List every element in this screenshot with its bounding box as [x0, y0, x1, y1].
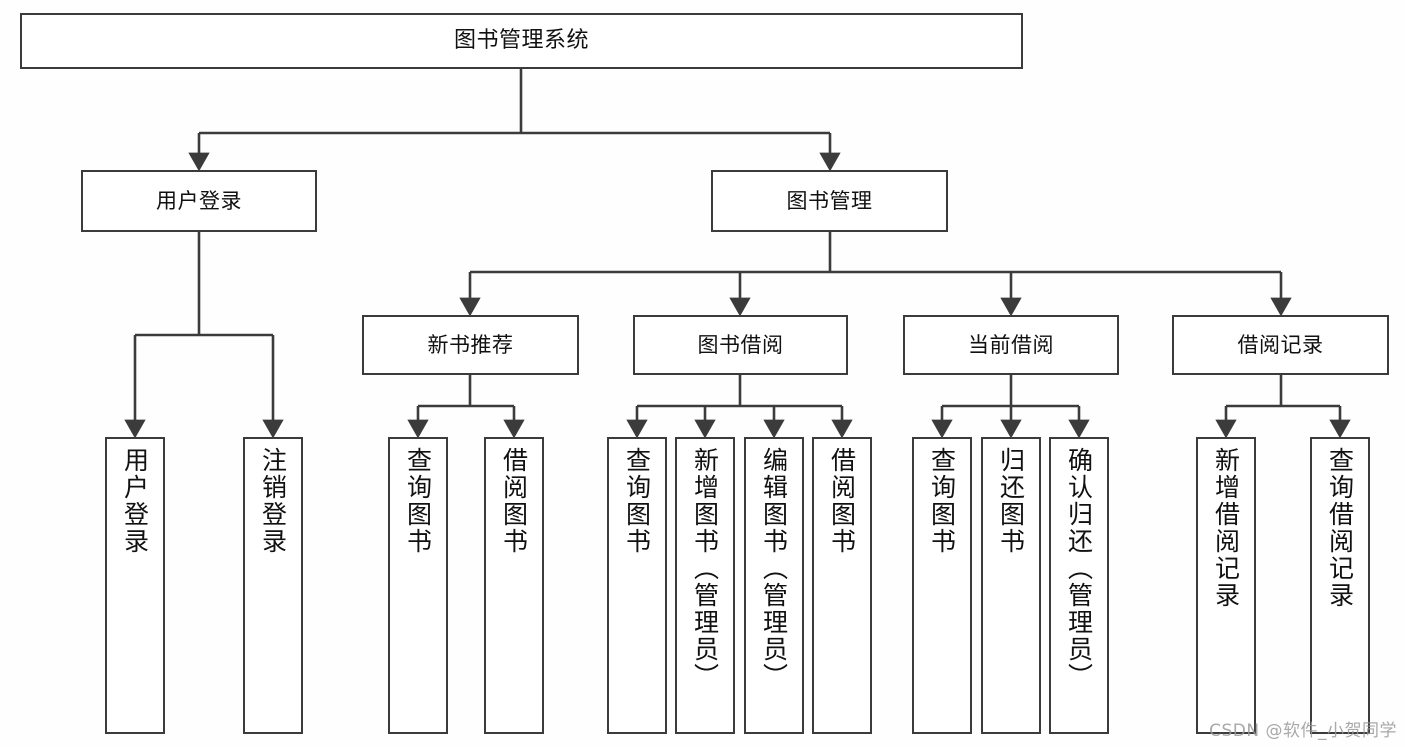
node-new-book-recommend-label: 新书推荐 — [427, 332, 514, 357]
node-root[interactable]: 图书管理系统 — [20, 13, 1023, 69]
leaf-query-borrow-record-label: 查询借阅记录 — [1325, 447, 1355, 609]
leaf-query-book-borrow-label: 查询图书 — [622, 447, 652, 555]
leaf-query-book-current-label: 查询图书 — [927, 447, 957, 555]
leaf-borrow-book[interactable]: 借阅图书 — [812, 437, 872, 734]
leaf-borrow-book-recommend-label: 借阅图书 — [499, 447, 529, 555]
leaf-logout[interactable]: 注销登录 — [243, 437, 303, 734]
leaf-add-book-admin-label: 新增图书（管理员） — [690, 447, 720, 690]
node-root-label: 图书管理系统 — [453, 28, 589, 54]
leaf-user-login[interactable]: 用户登录 — [105, 437, 165, 734]
leaf-query-borrow-record[interactable]: 查询借阅记录 — [1310, 437, 1370, 734]
node-book-manage[interactable]: 图书管理 — [711, 170, 948, 232]
node-user-login[interactable]: 用户登录 — [81, 170, 317, 232]
leaf-query-book-recommend[interactable]: 查询图书 — [388, 437, 448, 734]
node-book-borrow-label: 图书借阅 — [697, 332, 784, 357]
leaf-borrow-book-label: 借阅图书 — [827, 447, 857, 555]
leaf-query-book-recommend-label: 查询图书 — [403, 447, 433, 555]
leaf-add-book-admin[interactable]: 新增图书（管理员） — [675, 437, 735, 734]
leaf-confirm-return-admin[interactable]: 确认归还（管理员） — [1049, 437, 1109, 734]
node-book-borrow[interactable]: 图书借阅 — [633, 315, 848, 375]
leaf-add-borrow-record-label: 新增借阅记录 — [1211, 447, 1241, 609]
leaf-logout-label: 注销登录 — [258, 447, 288, 555]
leaf-borrow-book-recommend[interactable]: 借阅图书 — [484, 437, 544, 734]
leaf-add-borrow-record[interactable]: 新增借阅记录 — [1196, 437, 1256, 734]
leaf-query-book-borrow[interactable]: 查询图书 — [607, 437, 667, 734]
leaf-return-book-label: 归还图书 — [996, 447, 1026, 555]
leaf-return-book[interactable]: 归还图书 — [981, 437, 1041, 734]
node-book-manage-label: 图书管理 — [786, 188, 873, 213]
node-borrow-record-label: 借阅记录 — [1237, 332, 1324, 357]
leaf-user-login-label: 用户登录 — [120, 447, 150, 555]
node-user-login-label: 用户登录 — [156, 188, 242, 213]
leaf-confirm-return-admin-label: 确认归还（管理员） — [1064, 447, 1094, 690]
node-new-book-recommend[interactable]: 新书推荐 — [362, 315, 579, 375]
node-borrow-record[interactable]: 借阅记录 — [1172, 315, 1389, 375]
leaf-edit-book-admin-label: 编辑图书（管理员） — [759, 447, 789, 690]
node-current-borrow-label: 当前借阅 — [968, 332, 1054, 357]
leaf-query-book-current[interactable]: 查询图书 — [912, 437, 972, 734]
node-current-borrow[interactable]: 当前借阅 — [903, 315, 1119, 375]
leaf-edit-book-admin[interactable]: 编辑图书（管理员） — [744, 437, 804, 734]
